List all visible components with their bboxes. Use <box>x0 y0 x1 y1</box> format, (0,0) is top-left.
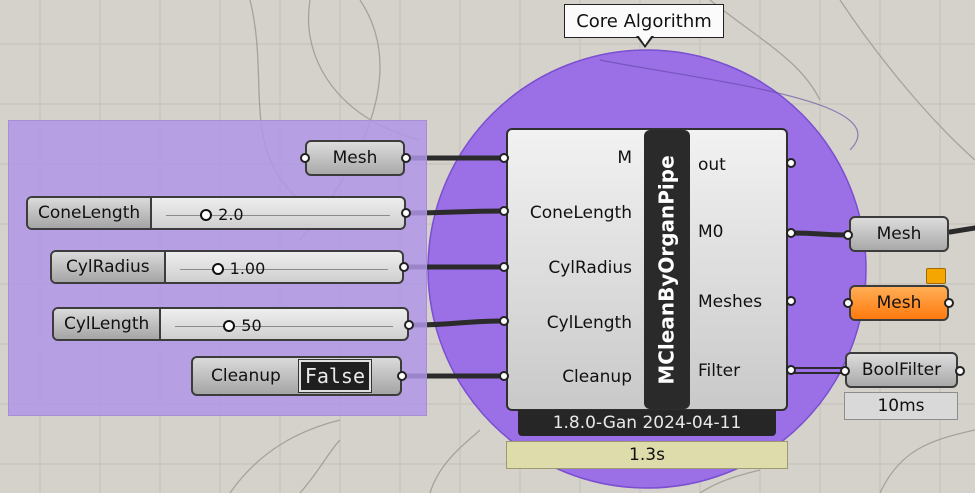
version-label: 1.8.0-Gan 2024-04-11 <box>518 410 776 436</box>
comp-in-grip-m[interactable] <box>499 153 509 163</box>
cleanup-value[interactable]: False <box>297 359 373 393</box>
component-name: MCleanByOrganPipe <box>655 154 680 385</box>
cyl-length-value: 50 <box>241 316 262 335</box>
profiler-timing: 1.3s <box>506 441 788 469</box>
output-port-out[interactable]: out <box>698 155 726 175</box>
boolfilter-timing: 10ms <box>844 392 958 420</box>
slider-knob-icon[interactable] <box>211 262 224 275</box>
input-port-cleanup[interactable]: Cleanup <box>562 367 632 387</box>
comp-in-grip-cyllength[interactable] <box>499 316 509 326</box>
input-port-conelength[interactable]: ConeLength <box>529 203 632 223</box>
cone-length-slider[interactable]: ConeLength 2.0 <box>26 196 406 230</box>
mesh2-out-grip[interactable] <box>944 298 954 308</box>
mesh2-in-grip[interactable] <box>843 298 853 308</box>
group-label-bubble: Core Algorithm <box>564 4 724 38</box>
comp-in-grip-cylradius[interactable] <box>499 262 509 272</box>
cyl-length-slider[interactable]: CylLength 50 <box>52 307 409 341</box>
comp-in-grip-cleanup[interactable] <box>499 371 509 381</box>
cleanup-toggle[interactable]: Cleanup False <box>191 356 402 396</box>
boolfilter-label: BoolFilter <box>861 360 942 380</box>
input-port-cylradius[interactable]: CylRadius <box>548 258 632 278</box>
mesh-output-param-1[interactable]: Mesh <box>849 216 949 252</box>
slider-knob-icon[interactable] <box>223 319 236 332</box>
cone-length-track[interactable]: 2.0 <box>152 198 404 228</box>
cyl-length-label: CylLength <box>54 309 162 339</box>
output-port-filter[interactable]: Filter <box>698 361 741 381</box>
cone-length-value: 2.0 <box>218 205 244 224</box>
cleanup-label: Cleanup <box>211 366 281 386</box>
mesh-input-param[interactable]: Mesh <box>305 140 405 176</box>
mesh-input-label: Mesh <box>332 148 378 168</box>
bubble-tail-inner <box>638 35 652 45</box>
boolfilter-out-grip[interactable] <box>955 366 965 376</box>
cleanup-grip[interactable] <box>397 371 407 381</box>
comp-out-grip-m0[interactable] <box>786 228 796 238</box>
cyl-radius-slider[interactable]: CylRadius 1.00 <box>50 250 404 284</box>
mesh-output-label-1: Mesh <box>876 224 922 244</box>
slider-knob-icon[interactable] <box>200 208 213 221</box>
mesh-input-grip[interactable] <box>300 153 310 163</box>
cone-length-label: ConeLength <box>28 198 153 228</box>
output-port-meshes[interactable]: Meshes <box>698 292 763 312</box>
cone-length-grip[interactable] <box>401 208 411 218</box>
mesh-output-grip[interactable] <box>401 153 411 163</box>
mesh-output-param-2[interactable]: Mesh <box>849 285 949 321</box>
cyl-length-track[interactable]: 50 <box>161 309 407 339</box>
comp-in-grip-conelength[interactable] <box>499 206 509 216</box>
mesh1-in-grip[interactable] <box>843 230 853 240</box>
comp-out-grip-filter[interactable] <box>786 365 796 375</box>
cyl-radius-track[interactable]: 1.00 <box>166 252 402 282</box>
input-port-m[interactable]: M <box>617 148 632 168</box>
cyl-radius-value: 1.00 <box>229 259 266 278</box>
warning-icon[interactable] <box>926 268 946 284</box>
comp-out-grip-meshes[interactable] <box>786 296 796 306</box>
output-port-m0[interactable]: M0 <box>698 222 724 242</box>
component-name-bar: MCleanByOrganPipe <box>644 130 690 409</box>
mclean-component[interactable]: MCleanByOrganPipe M ConeLength CylRadius… <box>506 128 788 411</box>
cyl-radius-label: CylRadius <box>52 252 166 282</box>
input-port-cyllength[interactable]: CylLength <box>546 313 632 333</box>
boolfilter-param[interactable]: BoolFilter <box>845 352 958 388</box>
cyl-length-grip[interactable] <box>404 320 414 330</box>
boolfilter-in-grip[interactable] <box>840 366 850 376</box>
comp-out-grip-out[interactable] <box>786 158 796 168</box>
cyl-radius-grip[interactable] <box>399 262 409 272</box>
mesh-output-label-2: Mesh <box>876 293 922 313</box>
